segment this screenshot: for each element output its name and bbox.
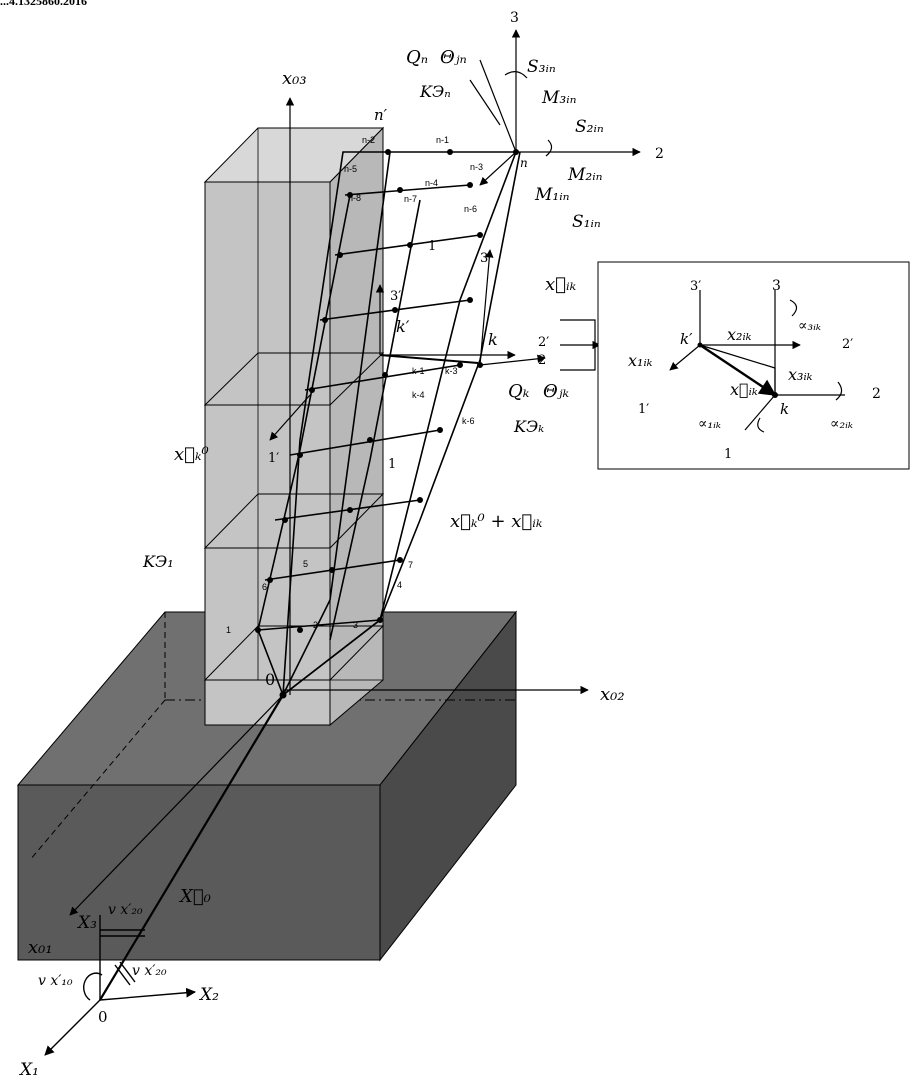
node-number: n-2 — [362, 135, 375, 145]
column-top-face — [203, 127, 385, 183]
node-number: 3 — [353, 620, 358, 630]
diagram-labels: x₀₃ x₀₂ x₀₁ X⃛₀ X₁ X₂ X₃ 0 0 v x′₁₀ v x′… — [18, 10, 664, 1080]
node-number: n-1 — [436, 135, 449, 145]
label-x01: x₀₁ — [28, 937, 53, 958]
inset-k-prime: k′ — [680, 330, 693, 348]
inset-x1ik: x₁ᵢₖ — [628, 351, 653, 370]
node-number: 1 — [226, 625, 231, 635]
inset-2: 2 — [872, 386, 881, 402]
node-k-axes — [269, 249, 601, 441]
label-theta-jn: Θⱼₙ — [440, 47, 467, 68]
node-number: 7 — [408, 560, 413, 570]
inset-x2ik: x₂ᵢₖ — [727, 325, 752, 344]
inset-1: 1 — [724, 447, 732, 462]
label-KE-k: KЭₖ — [513, 417, 544, 436]
label-vx20-right: v x′₂₀ — [132, 963, 167, 979]
inset-k: k — [780, 400, 789, 418]
label-axis-2-top: 2 — [655, 146, 664, 162]
node-number: n-4 — [425, 178, 438, 188]
node-number: k-4 — [412, 390, 425, 400]
label-k-prime: k′ — [396, 317, 410, 336]
excitation-line — [99, 694, 284, 1001]
inset-3-prime: 3′ — [690, 279, 701, 294]
label-S2in: S₂ᵢₙ — [575, 117, 604, 137]
label-n-prime: n′ — [374, 106, 388, 124]
label-1-prime: 1′ — [268, 451, 279, 466]
label-M3in: M₃ᵢₙ — [541, 88, 577, 108]
label-origin-0: 0 — [265, 670, 275, 689]
label-S3in: S₃ᵢₙ — [527, 57, 556, 77]
inset-x3ik: x₃ᵢₖ — [788, 365, 813, 384]
node-number: n-6 — [464, 204, 477, 214]
node-number: 5 — [303, 559, 308, 569]
label-x02: x₀₂ — [600, 684, 625, 705]
label-x03: x₀₃ — [282, 68, 307, 89]
top-node-axes — [469, 29, 641, 186]
label-S1in: S₁ᵢₙ — [572, 212, 601, 232]
axis-x01 — [69, 694, 284, 916]
label-M2in: M₂ᵢₙ — [567, 165, 603, 185]
label-X3: X₃ — [76, 913, 97, 933]
label-2-prime: 2′ — [538, 335, 549, 350]
node-number: k-3 — [445, 366, 458, 376]
label-X0: X⃛₀ — [178, 886, 211, 907]
foundation-hidden-edge-2 — [29, 699, 166, 861]
inset-2-prime: 2′ — [842, 337, 853, 352]
header-fragment: ...4.1325860.2016 — [0, 0, 87, 8]
label-vx10: v x′₁₀ — [38, 973, 73, 989]
inset-3: 3 — [772, 278, 781, 294]
inset-1-prime: 1′ — [638, 402, 649, 417]
label-n: n — [520, 156, 528, 170]
label-2: 2 — [538, 353, 546, 368]
label-1: 1 — [428, 239, 436, 254]
label-xk0-plus-xik: x⃗ₖ⁰ + x⃗ᵢₖ — [450, 511, 543, 532]
inset-labels: 3′ 3 2′ 2 1′ 1 k′ k x₁ᵢₖ x₂ᵢₖ x₃ᵢₖ x⃗ᵢₖ … — [628, 278, 881, 462]
column-floor-frames — [203, 128, 385, 681]
label-xik: x⃗ᵢₖ — [545, 274, 577, 295]
label-KE-n: KЭₙ — [419, 82, 451, 101]
node-number: k-6 — [462, 416, 475, 426]
node-number: n-5 — [344, 164, 357, 174]
inset-a3ik: ∝₃ᵢₖ — [798, 318, 821, 334]
node-number: n-8 — [348, 193, 361, 203]
inset-frame — [597, 261, 910, 470]
axis-X2 — [99, 987, 196, 1001]
label-Qn: Qₙ — [406, 47, 428, 68]
node-number: 2 — [313, 620, 318, 630]
label-axis-3-top: 3 — [510, 10, 519, 26]
label-X1: X₁ — [18, 1060, 39, 1080]
label-k: k — [488, 330, 498, 349]
foundation-side-face — [379, 610, 517, 962]
label-3: 3 — [480, 251, 488, 266]
node-number: 6 — [262, 582, 267, 592]
column — [203, 126, 385, 727]
node-number: 4 — [397, 580, 402, 590]
label-3-prime: 3′ — [390, 289, 401, 304]
origin-axes — [44, 915, 196, 1056]
label-Qk: Qₖ — [508, 381, 530, 402]
label-KE-1: KЭ₁ — [142, 552, 174, 571]
inset-a1ik: ∝₁ᵢₖ — [698, 416, 721, 432]
global-axes — [69, 97, 589, 1001]
label-vx20-top: v x′₂₀ — [108, 902, 143, 918]
node-number: k-1 — [412, 366, 425, 376]
column-side-face — [329, 126, 384, 727]
label-origin-bottom: 0 — [98, 1008, 108, 1026]
label-X2: X₂ — [198, 985, 219, 1005]
node-number: n-7 — [404, 194, 417, 204]
label-theta-jk: Θⱼₖ — [543, 381, 570, 402]
label-M1in: M₁ᵢₙ — [534, 185, 570, 205]
inset-xik: x⃗ᵢₖ — [730, 380, 758, 399]
foundation-front-face — [17, 784, 381, 961]
node-number-labels: 1 2 3 4 5 6 7 n-2 n-1 n-3 n-4 n-5 n-6 n-… — [226, 135, 483, 635]
inset-panel — [597, 261, 910, 470]
label-xk0: x⃗ₖ⁰ — [174, 444, 209, 465]
axis-X1 — [44, 999, 101, 1056]
node-number: n-3 — [470, 162, 483, 172]
inset-a2ik: ∝₂ᵢₖ — [830, 416, 853, 432]
label-1-b: 1 — [388, 457, 396, 472]
